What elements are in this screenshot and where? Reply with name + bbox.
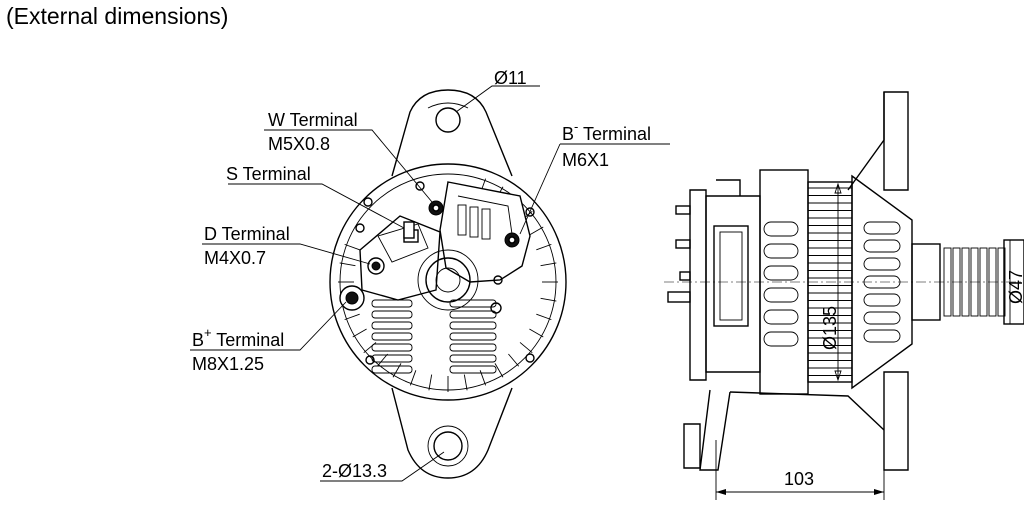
vent-slot (409, 370, 417, 386)
vent-slot (536, 313, 552, 321)
heatsink-fins (371, 299, 497, 374)
d-terminal-thread: M4X0.7 (204, 248, 266, 268)
vent-slot (529, 226, 544, 236)
vent-slot (376, 353, 388, 367)
b-minus-terminal-label: B- Terminal (562, 119, 651, 144)
rear-slot (763, 331, 799, 347)
vent-slot (519, 342, 533, 354)
fin (449, 299, 497, 308)
mount-width-label: 103 (784, 469, 814, 489)
front-slot (863, 293, 901, 307)
pulley-groove (952, 247, 961, 317)
rear-slot (763, 309, 799, 325)
fin (371, 354, 413, 363)
vent-slot (344, 243, 360, 251)
front-slot (863, 221, 901, 235)
center-boss (425, 257, 471, 303)
b-plus-terminal-label: B+ Terminal (192, 325, 284, 350)
vent-slot (536, 243, 552, 251)
vent-slot (344, 313, 360, 321)
rear-slot (763, 243, 799, 259)
fin (449, 343, 497, 352)
rear-slot (763, 265, 799, 281)
fin (371, 299, 413, 308)
pulley-groove (961, 247, 970, 317)
b-minus-terminal-thread: M6X1 (562, 150, 609, 170)
mount-hole-label: Ø11 (494, 68, 527, 88)
fin (371, 321, 413, 330)
fin (449, 354, 497, 363)
body-diameter-label: Ø135 (820, 306, 840, 350)
vent-slot (494, 363, 504, 378)
brush-holder-cover (439, 181, 531, 283)
pulley-groove (997, 247, 1006, 317)
b-plus-terminal-thread: M8X1.25 (192, 354, 264, 374)
fin (449, 310, 497, 319)
vent-slot (508, 353, 520, 367)
front-slot (863, 239, 901, 253)
cooling-fins (763, 187, 852, 376)
vent-slot (540, 297, 557, 302)
vent-slot (339, 262, 356, 267)
front-slot (863, 311, 901, 325)
s-terminal-connector (403, 221, 415, 239)
bottom-mount-hole (433, 431, 463, 461)
housing-outline (329, 163, 567, 401)
fin (371, 332, 413, 341)
rear-slot (763, 287, 799, 303)
vent-slot (428, 374, 433, 391)
vent-slots (338, 178, 558, 392)
fin (371, 310, 413, 319)
vent-slot (540, 262, 557, 267)
pulley-groove (943, 247, 952, 317)
fin (371, 365, 413, 374)
s-terminal-label: S Terminal (226, 164, 311, 184)
fin (449, 321, 497, 330)
pulley-groove (979, 247, 988, 317)
fin (449, 365, 497, 374)
front-slot (863, 275, 901, 289)
front-slot (863, 329, 901, 343)
side-view (664, 91, 1024, 500)
page-title: (External dimensions) (6, 3, 228, 29)
pulley-groove (988, 247, 997, 317)
w-terminal-label: W Terminal (268, 110, 358, 130)
fin (449, 332, 497, 341)
pulley (943, 247, 1006, 317)
d-terminal-label: D Terminal (204, 224, 290, 244)
vent-slot (463, 374, 468, 391)
front-vent-slots (863, 221, 901, 343)
vent-slot (392, 363, 402, 378)
w-terminal-thread: M5X0.8 (268, 134, 330, 154)
bottom-holes-label: 2-Ø13.3 (322, 461, 387, 481)
pulley-groove (970, 247, 979, 317)
leader-lines (190, 85, 670, 482)
housing-bolts (355, 181, 535, 365)
front-view (190, 85, 670, 482)
pulley-diameter-label: Ø47 (1006, 270, 1024, 304)
vent-slot (529, 328, 544, 338)
top-mount-hole (435, 107, 461, 133)
fin (371, 343, 413, 352)
front-slot (863, 257, 901, 271)
rear-slot (763, 221, 799, 237)
vent-slot (352, 328, 367, 338)
